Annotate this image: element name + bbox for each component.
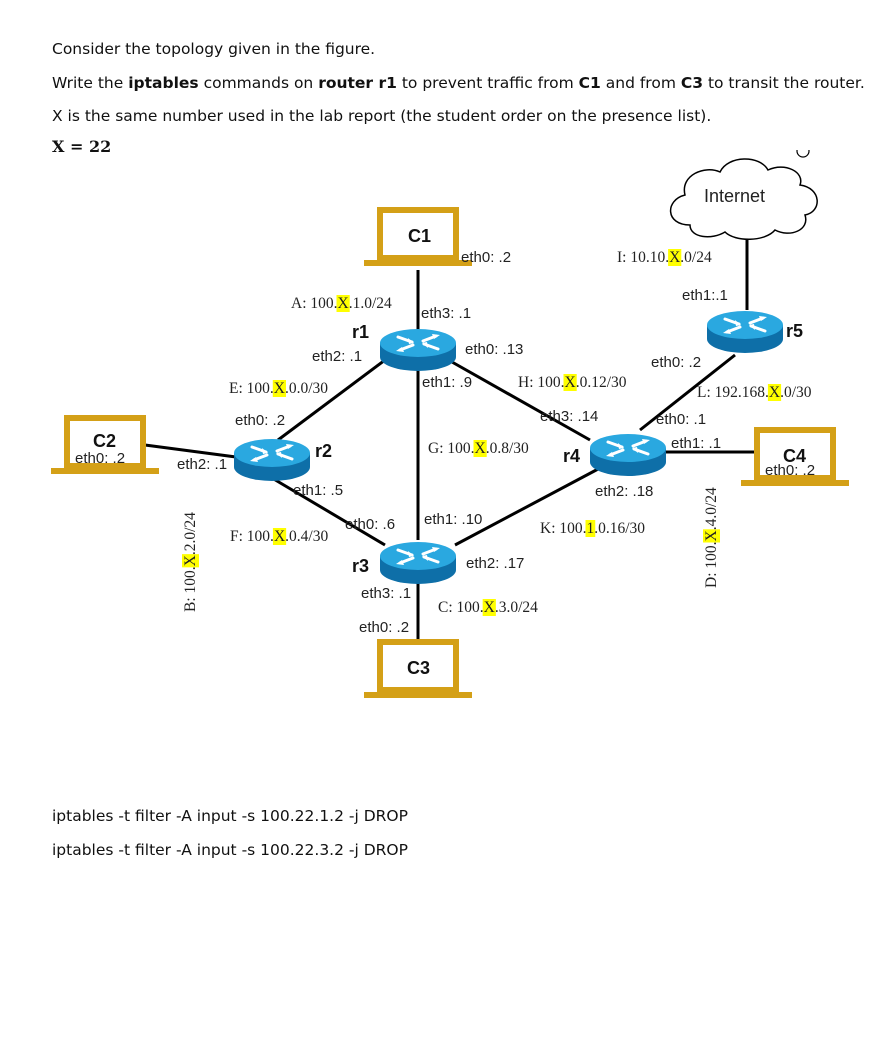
net-l-label: L: 192.168.X.0/30 — [697, 384, 812, 401]
r1-eth1-label: eth1: .9 — [422, 374, 472, 391]
network-topology-diagram: Internet C1 C2 eth0: .2 C3 C4 eth0: .2 r… — [0, 150, 876, 730]
x-highlight — [272, 528, 287, 545]
x-highlight — [703, 529, 720, 543]
net-c-label: C: 100.X.3.0/24 — [438, 599, 538, 616]
r5-eth0-label: eth0: .2 — [651, 354, 701, 371]
router-icon — [378, 327, 458, 373]
x-highlight — [182, 554, 199, 568]
r4-eth2-label: eth2: .18 — [595, 483, 653, 500]
link-r4-r5 — [639, 353, 736, 432]
x-highlight — [585, 520, 596, 537]
r3-eth1-label: eth1: .10 — [424, 511, 482, 528]
router-icon — [705, 309, 785, 355]
question-intro: Consider the topology given in the figur… — [52, 40, 376, 58]
c3-eth0-label: eth0: .2 — [359, 619, 409, 636]
link-r1-r2 — [277, 358, 386, 442]
r3-eth2-label: eth2: .17 — [466, 555, 524, 572]
router-r4 — [588, 432, 668, 478]
link-r1-r4 — [451, 360, 591, 442]
router-icon — [588, 432, 668, 478]
network-links — [144, 228, 755, 640]
task-bold-router: router r1 — [318, 74, 397, 92]
task-text: to transit the router. — [703, 74, 865, 92]
r3-eth3-label: eth3: .1 — [361, 585, 411, 602]
x-highlight — [563, 374, 577, 391]
r1-eth2-label: eth2: .1 — [312, 348, 362, 365]
r5-eth1-label: eth1:.1 — [682, 287, 728, 304]
router-r4-label: r4 — [563, 446, 580, 466]
r2-eth2-label: eth2: .1 — [177, 456, 227, 473]
host-c1: C1 — [364, 210, 472, 266]
router-r1 — [378, 327, 458, 373]
r4-eth1-label: eth1: .1 — [671, 435, 721, 452]
question-x-note: X is the same number used in the lab rep… — [52, 107, 712, 125]
host-c2-iface: eth0: .2 — [75, 450, 125, 467]
router-icon — [232, 437, 312, 483]
router-r1-label: r1 — [352, 322, 369, 342]
r2-eth0-label: eth0: .2 — [235, 412, 285, 429]
cloud-bubble-icon — [796, 150, 810, 158]
host-c2: C2 eth0: .2 — [51, 418, 159, 474]
router-r2-label: r2 — [315, 441, 332, 461]
router-r5 — [705, 309, 785, 355]
link-r2-r3 — [271, 476, 386, 547]
answer-line-1: iptables -t filter -A input -s 100.22.1.… — [52, 807, 408, 825]
net-a-label: A: 100.X.1.0/24 — [291, 295, 392, 312]
host-c4-iface: eth0: .2 — [765, 462, 815, 479]
net-k-label: K: 100.1.0.16/30 — [540, 520, 645, 537]
r1-eth0-label: eth0: .13 — [465, 341, 523, 358]
r2-eth1-label: eth1: .5 — [293, 482, 343, 499]
net-b-label: B: 100.X.2.0/24 — [182, 512, 199, 612]
x-value: X = 22 — [52, 137, 112, 156]
cloud-icon — [669, 158, 818, 240]
r1-eth3-label: eth3: .1 — [421, 305, 471, 322]
x-highlight — [473, 440, 487, 457]
host-c3-label: C3 — [407, 658, 430, 678]
net-e-label: E: 100.X.0.0/30 — [229, 380, 328, 397]
net-f-label: F: 100.X.0.4/30 — [230, 528, 328, 545]
net-i-label: I: 10.10.X.0/24 — [617, 249, 712, 266]
router-r3-label: r3 — [352, 556, 369, 576]
x-highlight — [272, 380, 286, 397]
net-h-label: H: 100.X.0.12/30 — [518, 374, 627, 391]
task-text: Write the — [52, 74, 129, 92]
link-c2-r2 — [144, 443, 237, 459]
internet-label: Internet — [704, 186, 765, 206]
internet-cloud: Internet — [669, 150, 818, 240]
host-c2-label: C2 — [93, 431, 116, 451]
network-labels: A: 100.X.1.0/24 E: 100.X.0.0/30 G: 100.X… — [182, 249, 812, 616]
answer-line-2: iptables -t filter -A input -s 100.22.3.… — [52, 841, 408, 859]
router-r3 — [378, 540, 458, 586]
question-task: Write the iptables commands on router r1… — [52, 74, 865, 92]
task-bold-c3: C3 — [680, 74, 704, 92]
task-bold-c1: C1 — [578, 74, 601, 92]
x-highlight — [668, 249, 682, 266]
task-bold-iptables: iptables — [128, 74, 199, 92]
c1-eth0-label: eth0: .2 — [461, 249, 511, 266]
host-c3: C3 — [364, 642, 472, 698]
task-text: and from — [600, 74, 681, 92]
router-r5-label: r5 — [786, 321, 803, 341]
net-g-label: G: 100.X.0.8/30 — [428, 440, 529, 457]
x-highlight — [336, 295, 350, 312]
net-d-label: D: 100.X.4.0/24 — [703, 487, 720, 588]
r4-eth3-label: eth3: .14 — [540, 408, 598, 425]
x-highlight — [482, 599, 496, 616]
link-r3-r4 — [454, 466, 601, 547]
router-icon — [378, 540, 458, 586]
task-text: to prevent traffic from — [396, 74, 579, 92]
r3-eth0-label: eth0: .6 — [345, 516, 395, 533]
task-text: commands on — [198, 74, 319, 92]
host-c4-label: C4 — [783, 446, 806, 466]
host-c1-label: C1 — [408, 226, 431, 246]
x-highlight — [767, 384, 782, 401]
r4-eth0-label: eth0: .1 — [656, 411, 706, 428]
router-r2 — [232, 437, 312, 483]
host-c4: C4 eth0: .2 — [741, 430, 849, 486]
